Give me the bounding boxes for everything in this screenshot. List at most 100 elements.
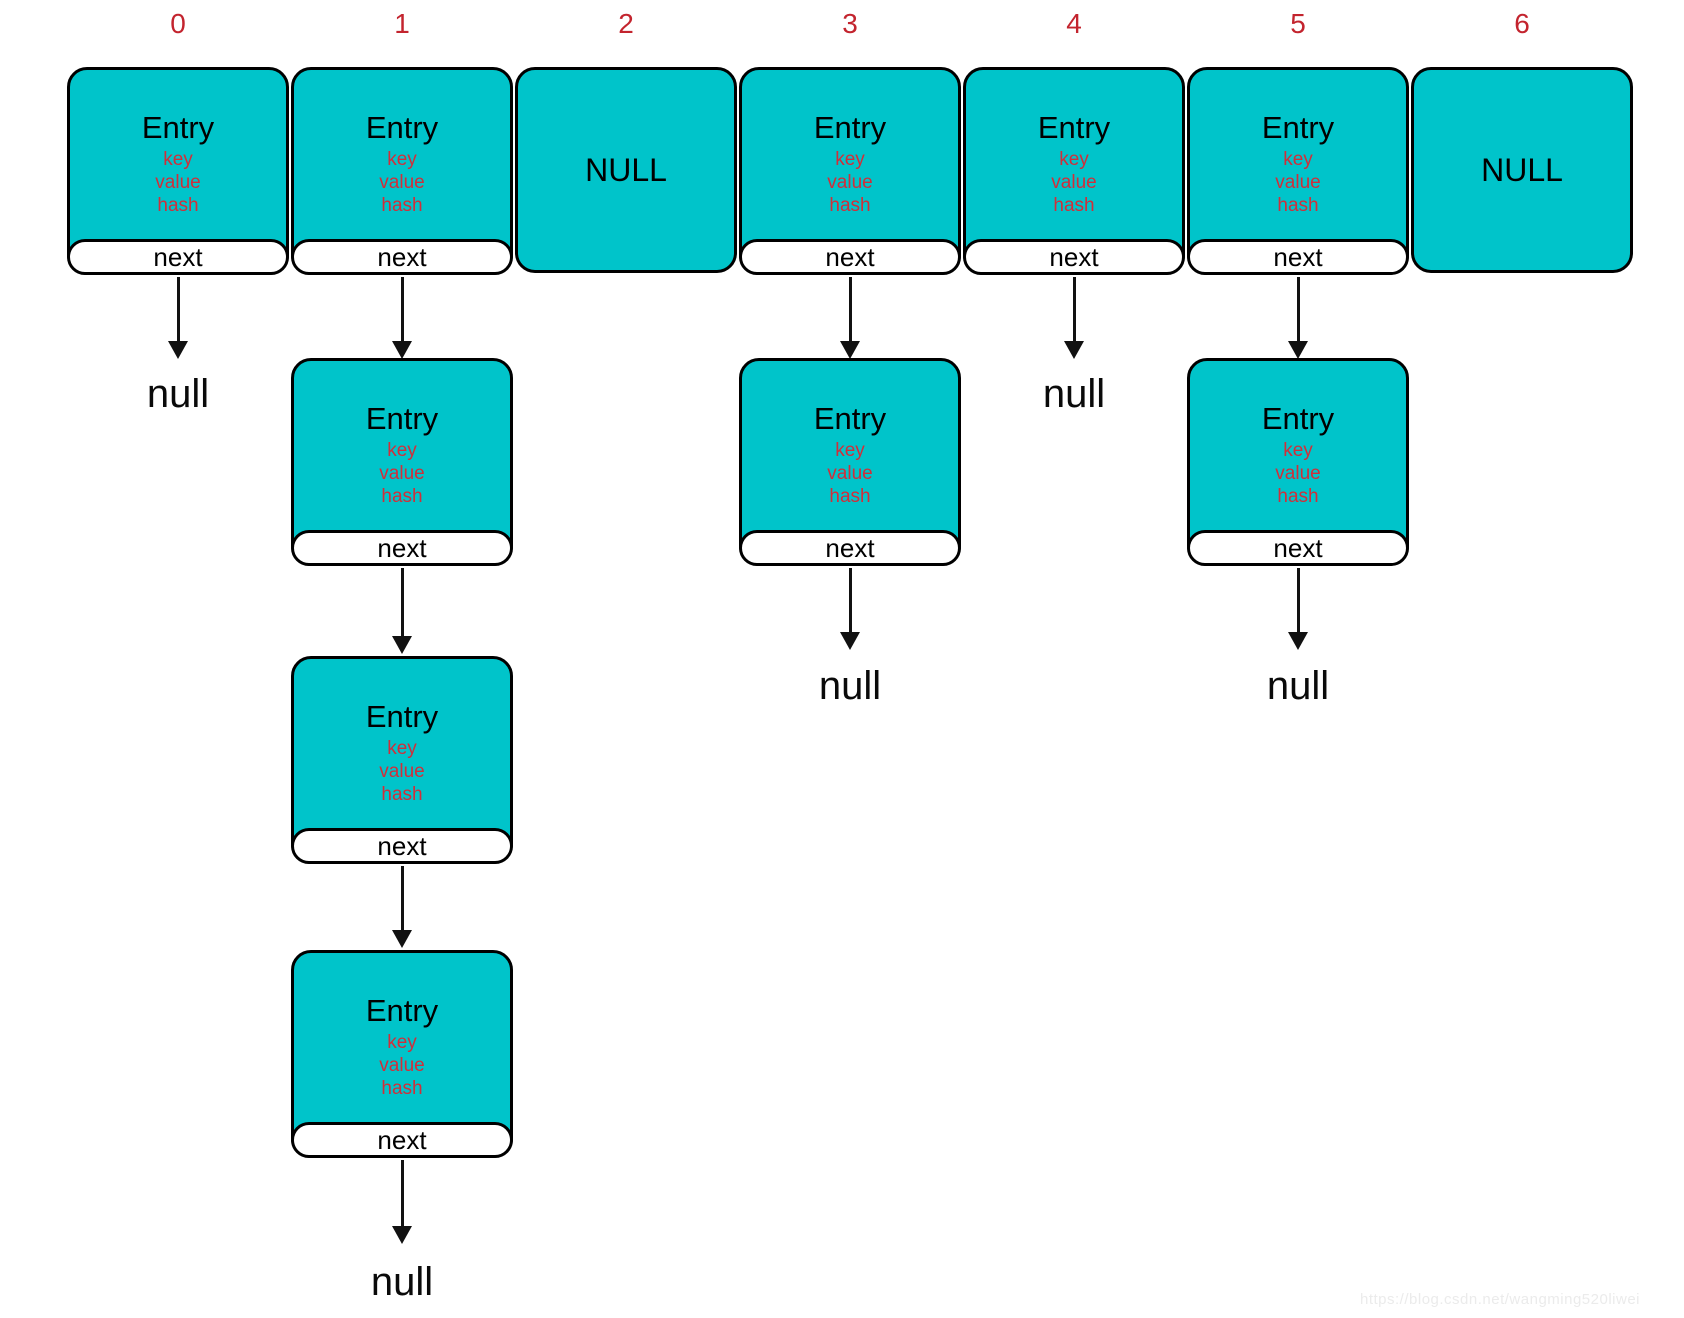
entry-field-hash: hash bbox=[381, 784, 423, 805]
next-label: next bbox=[1273, 241, 1323, 272]
next-pointer: next bbox=[291, 239, 513, 275]
entry-node: Entry key value hash next bbox=[291, 67, 513, 275]
next-pointer: next bbox=[739, 530, 961, 566]
entry-fields: key value hash bbox=[1190, 439, 1406, 508]
pointer-arrow bbox=[392, 1160, 412, 1244]
next-pointer: next bbox=[291, 530, 513, 566]
watermark: https://blog.csdn.net/wangming520liwei bbox=[1360, 1291, 1640, 1308]
entry-fields: key value hash bbox=[1190, 148, 1406, 217]
entry-title: Entry bbox=[1261, 401, 1335, 436]
next-label: next bbox=[377, 241, 427, 272]
entry-field-value: value bbox=[827, 463, 873, 484]
next-label: next bbox=[1273, 532, 1323, 563]
entry-fields: key value hash bbox=[294, 737, 510, 806]
entry-title: Entry bbox=[365, 401, 439, 436]
next-pointer: next bbox=[963, 239, 1185, 275]
entry-title: Entry bbox=[1037, 110, 1111, 145]
entry-field-hash: hash bbox=[829, 195, 871, 216]
pointer-arrow bbox=[1288, 568, 1308, 650]
entry-field-key: key bbox=[1283, 440, 1313, 461]
entry-title: Entry bbox=[141, 110, 215, 145]
null-terminator: null bbox=[818, 664, 882, 708]
entry-field-key: key bbox=[387, 738, 417, 759]
null-terminator: null bbox=[146, 372, 210, 416]
entry-field-key: key bbox=[1059, 149, 1089, 170]
pointer-arrow bbox=[840, 277, 860, 359]
next-pointer: next bbox=[1187, 530, 1409, 566]
entry-title: Entry bbox=[1261, 110, 1335, 145]
entry-fields: key value hash bbox=[742, 148, 958, 217]
null-bucket-label: NULL bbox=[585, 151, 667, 188]
null-bucket: NULL bbox=[1411, 67, 1633, 273]
entry-field-hash: hash bbox=[381, 1078, 423, 1099]
entry-field-hash: hash bbox=[829, 486, 871, 507]
bucket-index-label: 4 bbox=[1066, 8, 1082, 39]
bucket-index-label: 3 bbox=[842, 8, 858, 39]
bucket-index-label: 2 bbox=[618, 8, 634, 39]
entry-title: Entry bbox=[365, 993, 439, 1028]
next-label: next bbox=[1049, 241, 1099, 272]
entry-field-hash: hash bbox=[1277, 195, 1319, 216]
entry-title: Entry bbox=[813, 401, 887, 436]
entry-node: Entry key value hash next bbox=[67, 67, 289, 275]
entry-field-hash: hash bbox=[1053, 195, 1095, 216]
entry-field-key: key bbox=[835, 440, 865, 461]
null-bucket: NULL bbox=[515, 67, 737, 273]
entry-title: Entry bbox=[365, 110, 439, 145]
pointer-arrow bbox=[168, 277, 188, 359]
next-pointer: next bbox=[739, 239, 961, 275]
next-pointer: next bbox=[291, 1122, 513, 1158]
entry-fields: key value hash bbox=[966, 148, 1182, 217]
entry-field-value: value bbox=[827, 172, 873, 193]
entry-field-key: key bbox=[387, 1032, 417, 1053]
entry-node: Entry key value hash next bbox=[739, 358, 961, 566]
entry-field-hash: hash bbox=[1277, 486, 1319, 507]
entry-field-value: value bbox=[1275, 463, 1321, 484]
bucket-index-label: 1 bbox=[394, 8, 410, 39]
next-pointer: next bbox=[67, 239, 289, 275]
entry-field-key: key bbox=[387, 149, 417, 170]
entry-field-hash: hash bbox=[381, 195, 423, 216]
next-label: next bbox=[377, 532, 427, 563]
entry-field-key: key bbox=[387, 440, 417, 461]
entry-field-value: value bbox=[1051, 172, 1097, 193]
next-label: next bbox=[825, 241, 875, 272]
entry-fields: key value hash bbox=[294, 439, 510, 508]
pointer-arrow bbox=[392, 277, 412, 359]
entry-node: Entry key value hash next bbox=[963, 67, 1185, 275]
null-terminator: null bbox=[1042, 372, 1106, 416]
pointer-arrow bbox=[840, 568, 860, 650]
entry-field-value: value bbox=[379, 761, 425, 782]
entry-fields: key value hash bbox=[294, 148, 510, 217]
next-label: next bbox=[153, 241, 203, 272]
entry-field-key: key bbox=[1283, 149, 1313, 170]
entry-field-hash: hash bbox=[381, 486, 423, 507]
entry-field-key: key bbox=[835, 149, 865, 170]
entry-field-value: value bbox=[379, 1055, 425, 1076]
entry-node: Entry key value hash next bbox=[1187, 67, 1409, 275]
entry-node: Entry key value hash next bbox=[291, 950, 513, 1158]
entry-title: Entry bbox=[365, 699, 439, 734]
pointer-arrow bbox=[392, 866, 412, 948]
null-terminator: null bbox=[1266, 664, 1330, 708]
next-label: next bbox=[377, 1124, 427, 1155]
entry-field-value: value bbox=[379, 172, 425, 193]
entry-title: Entry bbox=[813, 110, 887, 145]
pointer-arrow bbox=[1288, 277, 1308, 359]
entry-field-value: value bbox=[155, 172, 201, 193]
entry-node: Entry key value hash next bbox=[739, 67, 961, 275]
pointer-arrow bbox=[1064, 277, 1084, 359]
entry-fields: key value hash bbox=[742, 439, 958, 508]
next-label: next bbox=[825, 532, 875, 563]
entry-fields: key value hash bbox=[70, 148, 286, 217]
entry-field-key: key bbox=[163, 149, 193, 170]
next-pointer: next bbox=[291, 828, 513, 864]
entry-node: Entry key value hash next bbox=[291, 358, 513, 566]
entry-field-hash: hash bbox=[157, 195, 199, 216]
entry-fields: key value hash bbox=[294, 1031, 510, 1100]
bucket-index-label: 5 bbox=[1290, 8, 1306, 39]
entry-field-value: value bbox=[1275, 172, 1321, 193]
entry-field-value: value bbox=[379, 463, 425, 484]
entry-node: Entry key value hash next bbox=[291, 656, 513, 864]
